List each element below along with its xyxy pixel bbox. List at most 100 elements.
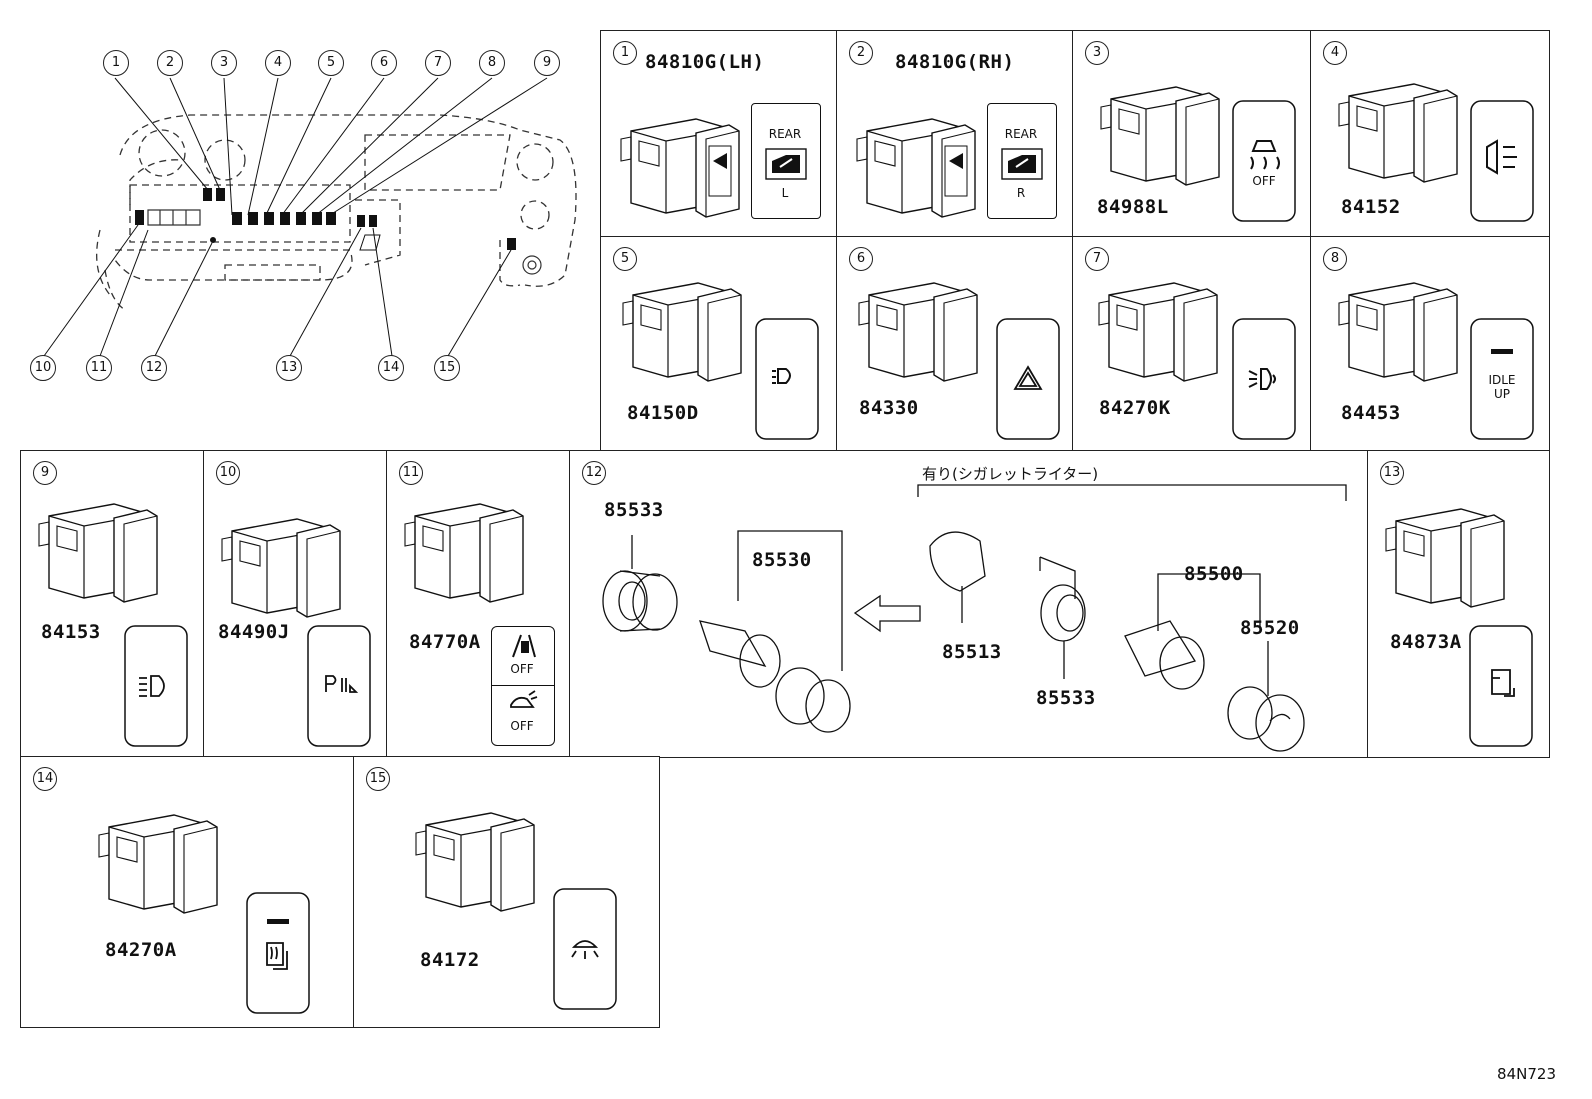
hazard-icon xyxy=(1013,365,1043,390)
face-text-off-1: OFF xyxy=(510,662,534,676)
callout-7: 7 xyxy=(425,50,451,76)
window-lock-icon xyxy=(765,148,807,180)
panel-9: 9 84153 xyxy=(20,450,205,758)
part-number-85533-right: 85533 xyxy=(1036,687,1096,709)
callout-13: 13 xyxy=(276,355,302,381)
callout-10: 10 xyxy=(30,355,56,381)
lane-departure-icon xyxy=(512,634,536,658)
part-number: 84270K xyxy=(1099,397,1171,419)
panel-10: 10 84490J xyxy=(203,450,388,758)
part-number: 84988L xyxy=(1097,196,1169,218)
callout-11: 11 xyxy=(86,355,112,381)
callout-6: 6 xyxy=(371,50,397,76)
part-number: 84153 xyxy=(41,621,101,643)
part-number-85513: 85513 xyxy=(942,641,1002,663)
face-text-side: R xyxy=(1016,186,1026,200)
face-divider xyxy=(491,685,555,686)
switch-face xyxy=(996,318,1060,440)
auto-high-beam-icon xyxy=(139,675,165,697)
switch-drawing xyxy=(1338,83,1458,183)
dashboard-outline xyxy=(43,77,577,357)
panel-7: 7 84270K xyxy=(1072,236,1312,451)
callout-3: 3 xyxy=(211,50,237,76)
callout-14: 14 xyxy=(378,355,404,381)
panel-number: 5 xyxy=(613,247,637,271)
switch-face xyxy=(755,318,819,440)
panel-number: 14 xyxy=(33,767,57,791)
power-door-icon xyxy=(1491,669,1515,697)
panel-13: 13 84873A xyxy=(1367,450,1550,758)
face-text-off-2: OFF xyxy=(510,719,534,733)
panel-number: 3 xyxy=(1085,41,1109,65)
switch-face xyxy=(1232,100,1296,222)
seat-heater-icon xyxy=(266,942,288,970)
face-text-rear: REAR xyxy=(768,127,802,141)
part-number-85530: 85530 xyxy=(752,549,812,571)
switch-face xyxy=(751,103,821,219)
panel-15: 15 84172 xyxy=(353,756,660,1028)
panel-6: 6 84330 xyxy=(836,236,1074,451)
switch-face xyxy=(1232,318,1296,440)
switch-drawing xyxy=(1098,282,1218,382)
diagram-code: 84N723 xyxy=(1497,1065,1556,1083)
pre-collision-icon xyxy=(510,690,538,708)
face-text-side: L xyxy=(781,186,789,200)
part-number: 84490J xyxy=(218,621,290,643)
callout-12: 12 xyxy=(141,355,167,381)
indicator-bar-icon xyxy=(1491,349,1513,354)
panel-14: 14 84270A xyxy=(20,756,355,1028)
callout-4: 4 xyxy=(265,50,291,76)
panel-2: 2 84810G(RH) REAR R xyxy=(836,30,1074,238)
part-number-85500: 85500 xyxy=(1184,563,1244,585)
switch-face xyxy=(1470,318,1534,440)
switch-drawing xyxy=(1338,282,1458,382)
part-number: 84330 xyxy=(859,397,919,419)
window-lock-icon xyxy=(1001,148,1043,180)
part-number: 84150D xyxy=(627,402,699,424)
switch-face xyxy=(1470,100,1534,222)
switch-face xyxy=(553,888,617,1010)
switch-face xyxy=(491,626,555,746)
panel-number: 12 xyxy=(582,461,606,485)
dashboard-overview: 1 2 3 4 5 6 7 8 9 10 11 12 13 14 15 xyxy=(20,40,590,400)
panel-3: 3 84988L OFF xyxy=(1072,30,1312,238)
lighter-assembly-drawing xyxy=(602,484,1347,752)
part-number: 84453 xyxy=(1341,402,1401,424)
switch-drawing xyxy=(620,118,740,218)
switch-drawing xyxy=(38,503,158,603)
panel-8: 8 84453 IDLE UP xyxy=(1310,236,1550,451)
panel-number: 10 xyxy=(216,461,240,485)
face-text-idle: IDLE xyxy=(1488,373,1516,387)
panel-number: 6 xyxy=(849,247,873,271)
part-number: 84810G(LH) xyxy=(645,51,765,73)
parking-sensor-icon xyxy=(325,675,359,693)
panel-number: 7 xyxy=(1085,247,1109,271)
callout-9: 9 xyxy=(534,50,560,76)
panel-number: 13 xyxy=(1380,461,1404,485)
panel-number: 8 xyxy=(1323,247,1347,271)
panel-11: 11 84770A OFF OFF xyxy=(386,450,571,758)
callout-1: 1 xyxy=(103,50,129,76)
switch-face xyxy=(124,625,188,747)
switch-drawing xyxy=(98,814,218,914)
part-number-85533-left: 85533 xyxy=(604,499,664,521)
panel-number: 15 xyxy=(366,767,390,791)
callout-5: 5 xyxy=(318,50,344,76)
face-text-up: UP xyxy=(1493,387,1511,401)
part-number: 84172 xyxy=(420,949,480,971)
panel-5: 5 84150D xyxy=(600,236,838,451)
traction-off-icon xyxy=(1250,140,1280,170)
room-lamp-icon xyxy=(571,940,599,959)
panel-4: 4 84152 xyxy=(1310,30,1550,238)
callout-2: 2 xyxy=(157,50,183,76)
panel-number: 11 xyxy=(399,461,423,485)
switch-drawing xyxy=(221,518,341,618)
switch-drawing xyxy=(858,282,978,382)
switch-drawing xyxy=(415,812,535,912)
panel-1: 1 84810G(LH) REAR L xyxy=(600,30,838,238)
part-number: 84873A xyxy=(1390,631,1462,653)
panel-12: 12 有り(シガレットライター) xyxy=(569,450,1369,758)
face-text-off: OFF xyxy=(1252,174,1276,188)
switch-drawing xyxy=(856,118,976,218)
panel-number: 1 xyxy=(613,41,637,65)
